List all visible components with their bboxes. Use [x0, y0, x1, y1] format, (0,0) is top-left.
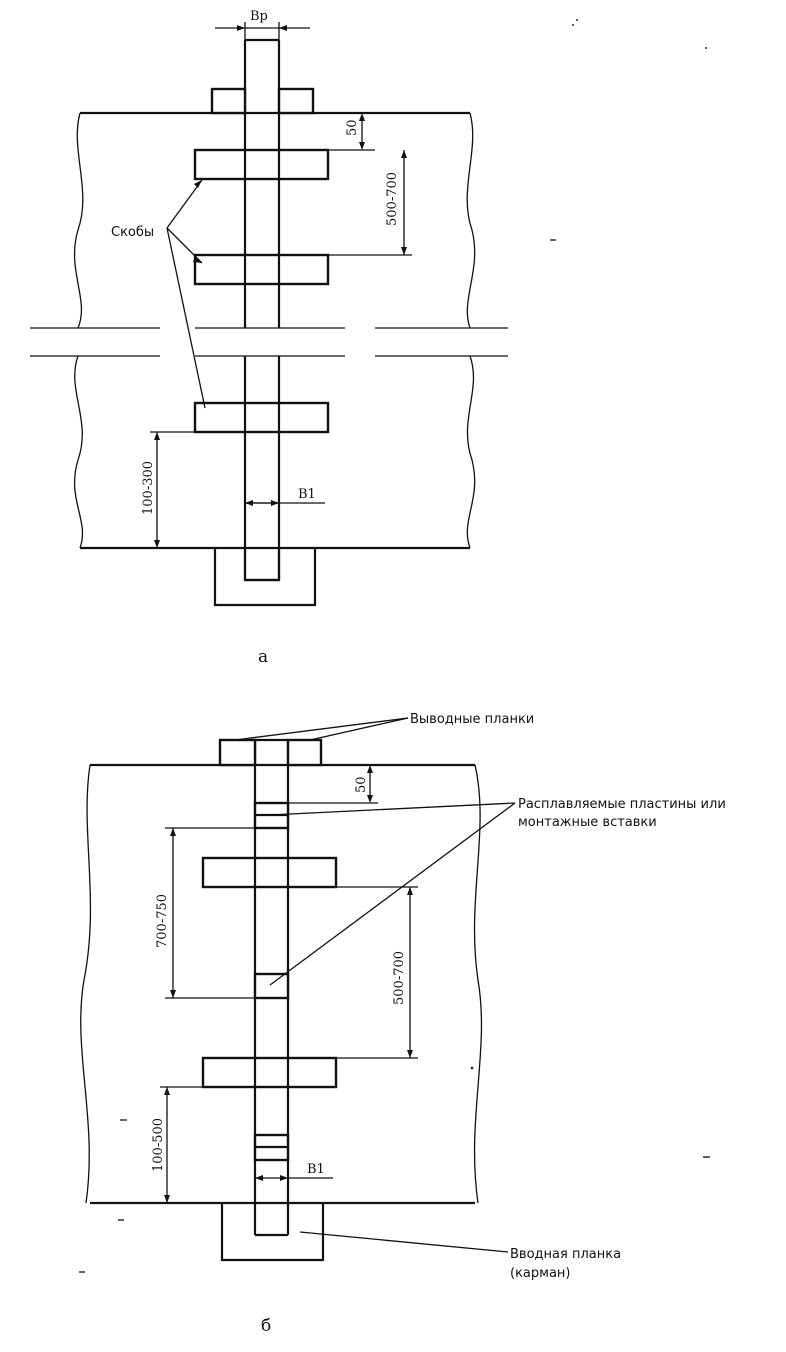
dim-b-insert-spacing-label: 700-750 — [155, 894, 170, 948]
dim-b-bracket-spacing-label: 500-700 — [392, 951, 407, 1005]
b1-label-b: B1 — [307, 1162, 325, 1177]
dim-b-insert-spacing: 700-750 — [155, 827, 255, 999]
inlet-pocket-b — [220, 1203, 325, 1262]
dim-a-bracket-spacing: 500-700 — [328, 150, 412, 256]
bracket-b-2 — [201, 1056, 338, 1089]
bracket-a-2 — [193, 253, 330, 286]
scan-specks — [79, 19, 710, 1273]
dim-a-bracket-spacing-label: 500-700 — [385, 172, 400, 226]
bp-label: Bp — [250, 9, 268, 24]
bracket-b-1 — [201, 856, 338, 889]
dim-b-b1: B1 — [255, 1162, 333, 1181]
insert-label-line1: Расплавляемые пластины или — [518, 797, 726, 812]
plate-b-outline — [80, 763, 483, 1205]
brackets-label: Скобы — [111, 225, 154, 240]
dim-a-b1: B1 — [245, 487, 325, 506]
outlet-tab-left-b — [218, 738, 257, 767]
panel-b: 50 700-750 500-700 100-500 — [80, 712, 726, 1336]
outlet-tab-right-a — [277, 87, 315, 115]
dim-b-bottom-gap-label: 100-500 — [151, 1118, 166, 1172]
insert-label-line2: монтажные вставки — [518, 815, 657, 830]
dim-b-bracket-spacing: 500-700 — [336, 886, 418, 1059]
outlet-tab-left-a — [210, 87, 247, 115]
b1-label-a: B1 — [298, 487, 316, 502]
outlet-tab-right-b — [286, 738, 323, 767]
dim-b-top-gap: 50 — [288, 765, 378, 804]
dim-b-top-gap-label: 50 — [354, 776, 369, 793]
brackets-callout: Скобы — [111, 179, 206, 409]
caption-b: б — [261, 1316, 271, 1336]
dim-a-bottom-gap: 100-300 — [141, 431, 245, 548]
seam-a — [243, 38, 281, 582]
plate-a-outline — [30, 111, 508, 550]
outlet-tabs-callout: Выводные планки — [234, 712, 534, 741]
dim-a-bottom-gap-label: 100-300 — [141, 461, 156, 515]
dim-b-bottom-gap: 100-500 — [151, 1086, 203, 1203]
dim-a-top-gap: 50 — [328, 113, 375, 151]
inlet-pocket-a — [213, 548, 317, 607]
insert-b-2 — [253, 972, 290, 1000]
bracket-a-3 — [193, 401, 330, 434]
inlet-tab-label-line2: (карман) — [510, 1266, 571, 1281]
dim-bp: Bp — [215, 9, 310, 40]
inlet-tab-label-line1: Вводная планка — [510, 1247, 621, 1262]
inlet-tab-callout: Вводная планка (карман) — [299, 1231, 621, 1281]
insert-callout: Расплавляемые пластины или монтажные вст… — [269, 797, 726, 986]
outlet-tabs-label: Выводные планки — [410, 712, 534, 727]
caption-a: а — [258, 647, 268, 667]
panel-a: Bp 50 500-700 100-300 — [30, 9, 508, 667]
dim-a-top-gap-label: 50 — [345, 119, 360, 136]
bracket-a-1 — [193, 148, 330, 181]
